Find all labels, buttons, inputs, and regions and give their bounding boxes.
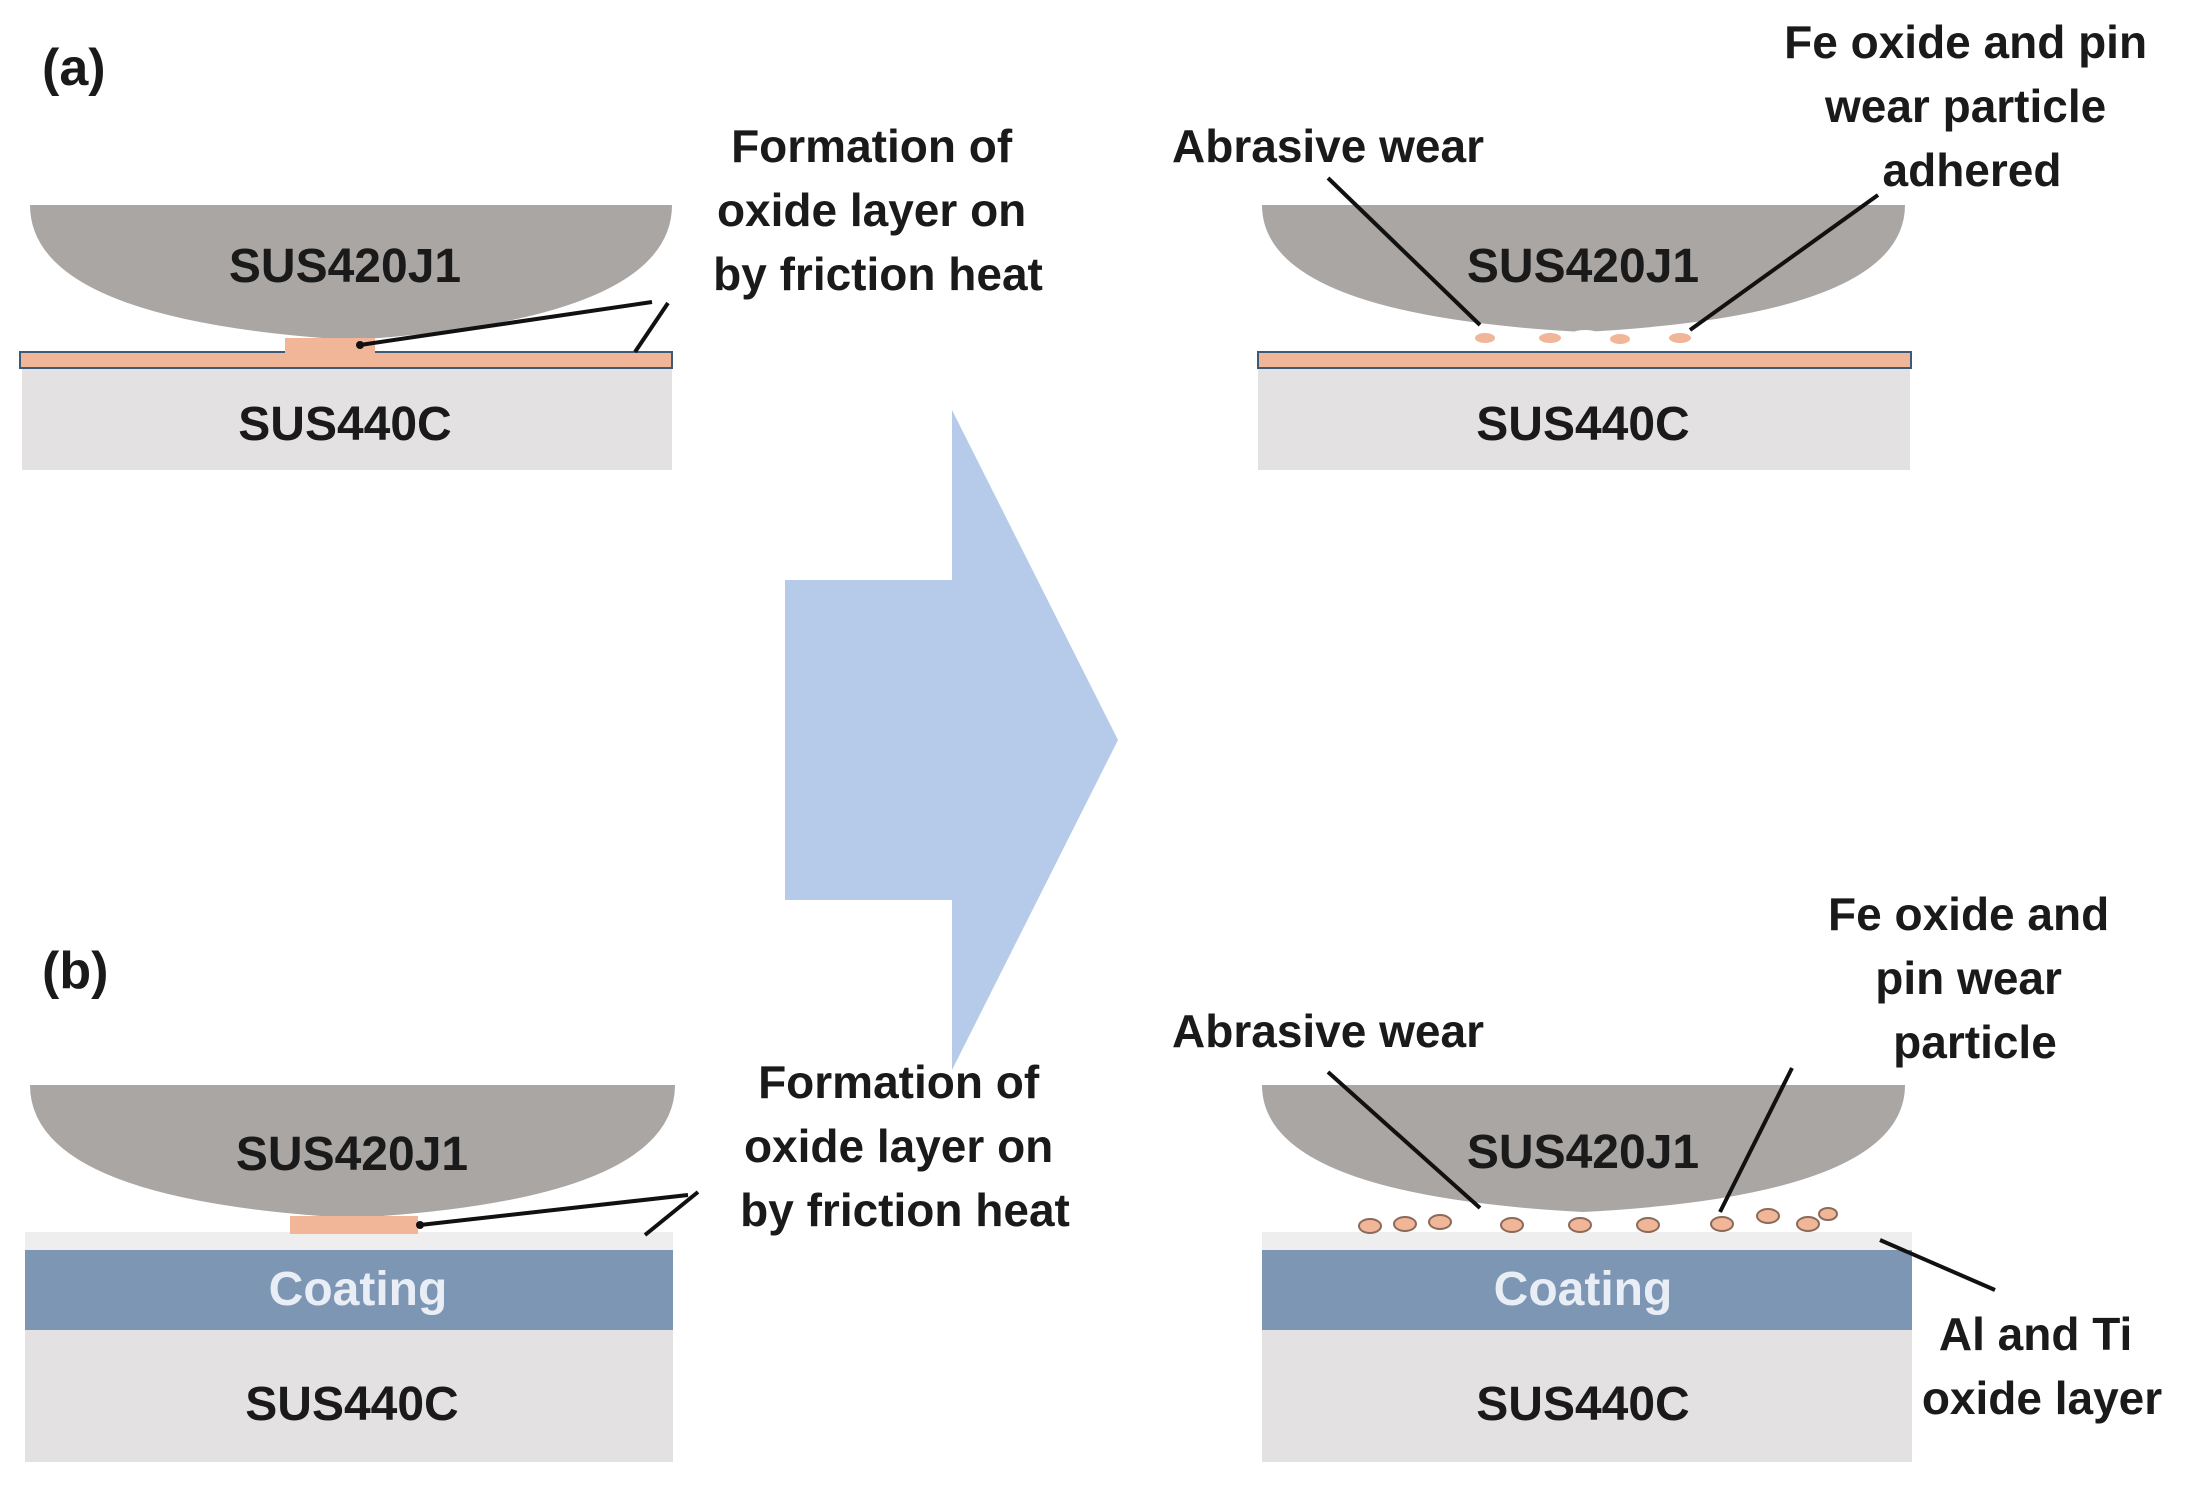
panel-b-after: SUS420J1 Coating SUS440C Abrasive wear F… [1172,888,2162,1462]
coating-layer [1262,1250,1912,1330]
leader-line [633,301,670,354]
leader-line [1879,1238,1996,1292]
annotation-line: pin wear [1875,952,2062,1004]
abrasive-wear-annotation: Abrasive wear [1172,120,1484,172]
pin-label: SUS420J1 [1467,240,1699,293]
annotation-line: Al and Ti [1939,1308,2132,1360]
disk-block [22,362,672,470]
annotation-line: particle [1893,1016,2057,1068]
leader-line [1718,1067,1794,1213]
annotation-line: by friction heat [740,1184,1070,1236]
pin-body [1262,1085,1905,1212]
al-ti-oxide-annotation: Al and Ti oxide layer [1922,1308,2162,1424]
surface-oxide-layer [25,1232,673,1250]
abrasive-wear-annotation: Abrasive wear [1172,1005,1484,1057]
right-arrow-icon [785,410,1118,1070]
oxide-formation-annotation: Formation of oxide layer on by friction … [713,120,1043,300]
oxide-formation-annotation: Formation of oxide layer on by friction … [740,1056,1070,1236]
annotation-line: adhered [1883,144,2062,196]
coating-label: Coating [269,1263,448,1316]
panel-b-before: SUS420J1 Coating SUS440C Formation of ox… [25,1056,1070,1462]
pin-oxide-contact [285,338,375,354]
disk-label: SUS440C [1476,398,1689,451]
coating-layer [25,1250,673,1330]
pin-body [1262,205,1905,332]
annotation-line: oxide layer [1922,1372,2162,1424]
panel-a-label: (a) [42,39,106,97]
leader-line [359,300,653,347]
wear-particle-annotation: Fe oxide and pin wear particle adhered [1784,16,2160,196]
leader-dot [356,341,364,349]
disk-label: SUS440C [1476,1378,1689,1431]
oxide-layer [1257,351,1912,369]
disk-block [1262,1330,1912,1462]
leader-line [419,1193,689,1227]
disk-block [1258,365,1910,470]
panel-b-label: (b) [42,942,108,1000]
pin-body [30,1085,675,1218]
leader-line [1688,193,1880,332]
wear-particles [1358,1207,1838,1234]
annotation-line: oxide layer on [744,1120,1053,1172]
disk-label: SUS440C [245,1378,458,1431]
disk-label: SUS440C [238,398,451,451]
oxide-layer [19,351,673,369]
pin-label: SUS420J1 [229,240,461,293]
annotation-line: Formation of [731,120,1013,172]
annotation-line: wear particle [1824,80,2106,132]
leader-line [1326,1070,1482,1210]
surface-oxide-layer [1262,1232,1912,1250]
pin-oxide-contact [290,1216,418,1234]
annotation-line: Fe oxide and [1828,888,2109,940]
annotation-line: Formation of [758,1056,1040,1108]
disk-block [25,1330,673,1462]
wear-particle-annotation: Fe oxide and pin wear particle [1828,888,2122,1068]
leader-line [1326,176,1482,327]
annotation-line: oxide layer on [717,184,1026,236]
pin-label: SUS420J1 [1467,1126,1699,1179]
wear-debris [1441,329,1691,344]
pin-label: SUS420J1 [236,1128,468,1181]
annotation-line: Fe oxide and pin [1784,16,2147,68]
leader-line [643,1190,700,1237]
panel-a-before: SUS420J1 SUS440C Formation of oxide laye… [19,120,1043,470]
pin-body [30,205,672,340]
leader-dot [416,1221,424,1229]
panel-a-after: SUS420J1 SUS440C Abrasive wear Fe oxide … [1172,16,2160,470]
annotation-line: by friction heat [713,248,1043,300]
coating-label: Coating [1494,1263,1673,1316]
